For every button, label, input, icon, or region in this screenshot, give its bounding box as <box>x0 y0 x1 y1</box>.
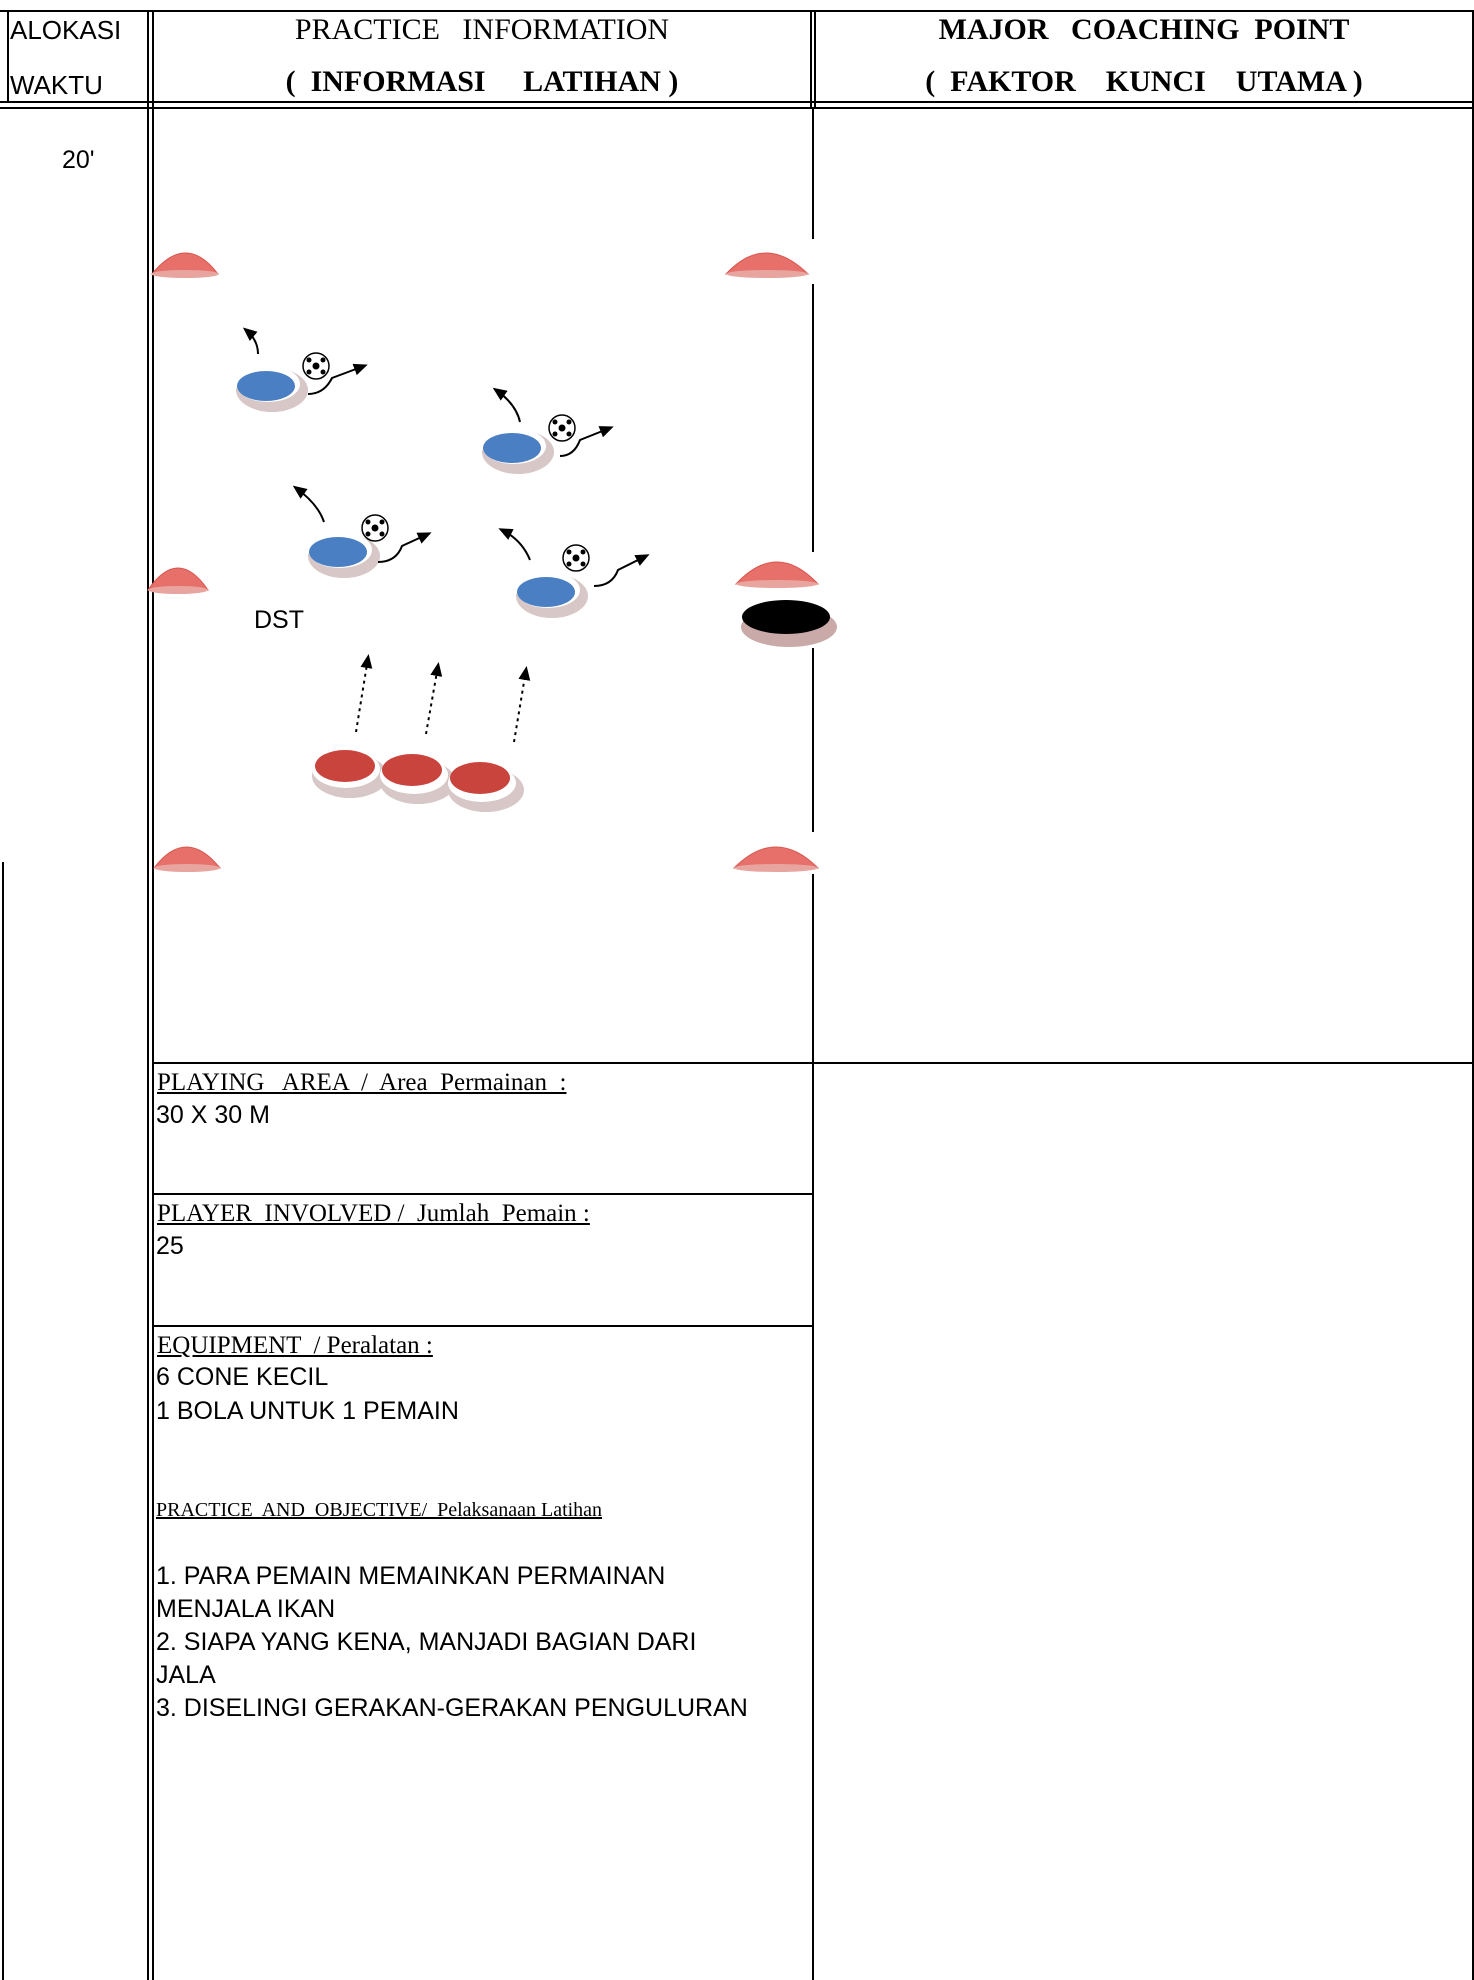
cone-top-right <box>726 253 808 278</box>
playing-area-label: PLAYING AREA / Area Permainan : <box>157 1070 566 1095</box>
ball-icon <box>303 353 329 379</box>
practice-step-line: 1. PARA PEMAIN MEMAINKAN PERMAINAN <box>156 1560 748 1593</box>
practice-steps: 1. PARA PEMAIN MEMAINKAN PERMAINAN MENJA… <box>156 1560 748 1725</box>
playing-area-value: 30 X 30 M <box>156 1103 270 1128</box>
cone-mid-right <box>736 562 818 588</box>
attacker-player-3 <box>296 488 428 578</box>
ball-icon <box>549 415 575 441</box>
equipment-item-1: 6 CONE KECIL <box>156 1365 328 1390</box>
players-involved-label: PLAYER INVOLVED / Jumlah Pemain : <box>157 1201 590 1226</box>
cone-bottom-right <box>734 847 818 872</box>
practice-step-line: MENJALA IKAN <box>156 1593 748 1626</box>
ball-icon <box>362 515 388 541</box>
defender-run-arrows <box>356 658 526 742</box>
attacker-player-2 <box>482 390 610 474</box>
players-involved-value: 25 <box>156 1234 184 1259</box>
equipment-item-2: 1 BOLA UNTUK 1 PEMAIN <box>156 1399 459 1424</box>
attacker-player-4 <box>502 530 646 618</box>
practice-step-line: 3. DISELINGI GERAKAN-GERAKAN PENGULURAN <box>156 1692 748 1725</box>
practice-objective-label: PRACTICE AND OBJECTIVE/ Pelaksanaan Lati… <box>156 1500 602 1520</box>
cone-top-left <box>151 253 219 278</box>
defender-player-3 <box>448 762 524 812</box>
equipment-label: EQUIPMENT / Peralatan : <box>157 1333 433 1358</box>
practice-step-line: JALA <box>156 1659 748 1692</box>
goal-marker <box>741 600 837 647</box>
defender-player-2 <box>380 754 456 804</box>
attacker-player-1 <box>236 330 364 412</box>
ball-icon <box>563 545 589 571</box>
practice-step-line: 2. SIAPA YANG KENA, MANJADI BAGIAN DARI <box>156 1626 748 1659</box>
cone-bottom-left <box>154 847 220 872</box>
defender-player-1 <box>312 750 388 798</box>
diagram-label: DST <box>254 606 304 634</box>
cone-mid-left <box>148 568 208 594</box>
practice-diagram: DST <box>0 0 1474 900</box>
